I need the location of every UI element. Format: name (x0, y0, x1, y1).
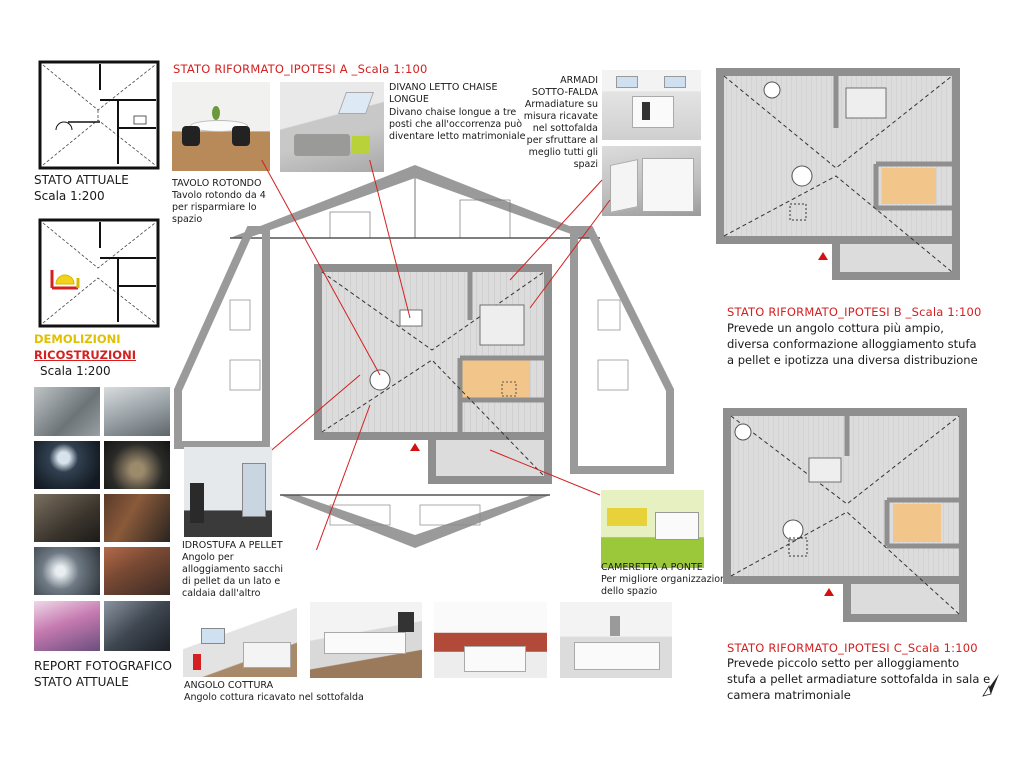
idrostufa-desc-3: di pellet da un lato e (182, 576, 281, 587)
idrostufa-desc-1: Angolo per (182, 552, 234, 563)
armadi-desc-3: nel sottofalda (532, 123, 598, 134)
ipotesi-a-drawing (174, 160, 674, 550)
angolo-desc: Angolo cottura ricavato nel sottofalda (184, 692, 364, 703)
armadi-desc-2: misura ricavate (523, 111, 598, 122)
report-photo-9 (34, 601, 100, 651)
divano-desc-3: diventare letto matrimoniale (389, 131, 526, 142)
ipotesi-c-desc-2: stufa a pellet armadiature sottofalda in… (727, 672, 991, 686)
stato-attuale-plan (38, 60, 160, 170)
tavolo-desc-3: spazio (172, 214, 203, 225)
report-title: REPORT FOTOGRAFICO (34, 659, 172, 673)
armadi-photo-1 (602, 70, 701, 140)
cameretta-title: CAMERETTA A PONTE (601, 562, 703, 573)
report-photo-8 (104, 547, 170, 595)
report-photo-3 (34, 441, 100, 489)
armadi-photo-2 (602, 146, 701, 216)
cameretta-desc-1: Per migliore organizzazione (601, 574, 732, 585)
ipotesi-c-desc-1: Prevede piccolo setto per alloggiamento (727, 656, 960, 670)
divano-desc-2: posti che all'occorrenza può (389, 119, 523, 130)
north-marker-a (410, 443, 420, 451)
tavolo-photo (172, 82, 270, 171)
divano-title-2: LONGUE (389, 94, 429, 105)
angolo-photo-2 (310, 602, 422, 678)
divano-photo (280, 82, 384, 172)
angolo-photo-4 (560, 602, 672, 678)
idrostufa-title: IDROSTUFA A PELLET (182, 540, 283, 551)
ricostruzioni-label: RICOSTRUZIONI (34, 348, 136, 362)
angolo-photo-3 (434, 602, 547, 678)
armadi-desc-6: spazi (573, 159, 598, 170)
ipotesi-c-desc-3: camera matrimoniale (727, 688, 851, 702)
north-marker-c (824, 588, 834, 596)
report-photo-4 (104, 441, 170, 489)
report-photo-10 (104, 601, 170, 651)
report-photo-2 (104, 387, 170, 436)
report-photo-6 (104, 494, 170, 542)
idrostufa-photo (184, 447, 272, 537)
demolizioni-label: DEMOLIZIONI (34, 332, 121, 346)
ipotesi-c-plan (723, 408, 967, 622)
armadi-title-1: ARMADI (560, 75, 598, 86)
north-marker-b (818, 252, 828, 260)
stato-attuale-title: STATO ATTUALE (34, 173, 129, 187)
cameretta-photo (601, 490, 704, 568)
report-photo-5 (34, 494, 100, 542)
ipotesi-b-title: STATO RIFORMATO_IPOTESI B _Scala 1:100 (727, 305, 982, 319)
ipotesi-b-desc-3: a pellet e ipotizza una diversa distribu… (727, 353, 978, 367)
ipotesi-b-desc-1: Prevede un angolo cottura più ampio, (727, 321, 944, 335)
armadi-desc-4: per sfruttare al (526, 135, 598, 146)
report-photo-7 (34, 547, 100, 595)
cameretta-desc-2: dello spazio (601, 586, 658, 597)
tavolo-desc-1: Tavolo rotondo da 4 (172, 190, 266, 201)
tavolo-desc-2: per risparmiare lo (172, 202, 257, 213)
ipotesi-c-title: STATO RIFORMATO_IPOTESI C_Scala 1:100 (727, 641, 978, 655)
demolizioni-scale: Scala 1:200 (40, 364, 111, 378)
armadi-desc-1: Armadiature su (524, 99, 598, 110)
armadi-title-2: SOTTO-FALDA (531, 87, 598, 98)
idrostufa-desc-4: caldaia dall'altro (182, 588, 261, 599)
north-arrow-icon (982, 674, 999, 697)
ipotesi-b-desc-2: diversa conformazione alloggiamento stuf… (727, 337, 977, 351)
idrostufa-desc-2: alloggiamento sacchi (182, 564, 283, 575)
tavolo-title: TAVOLO ROTONDO (172, 178, 262, 189)
angolo-title: ANGOLO COTTURA (184, 680, 274, 691)
divano-desc-1: Divano chaise longue a tre (389, 107, 517, 118)
stato-attuale-scale: Scala 1:200 (34, 189, 105, 203)
ipotesi-b-plan (716, 68, 960, 280)
divano-title-1: DIVANO LETTO CHAISE (389, 82, 498, 93)
report-subtitle: STATO ATTUALE (34, 675, 129, 689)
report-photo-1 (34, 387, 100, 436)
demolizioni-plan (38, 218, 160, 328)
ipotesi-a-title: STATO RIFORMATO_IPOTESI A _Scala 1:100 (173, 62, 428, 76)
angolo-photo-1 (183, 602, 297, 677)
armadi-desc-5: meglio tutti gli (528, 147, 598, 158)
